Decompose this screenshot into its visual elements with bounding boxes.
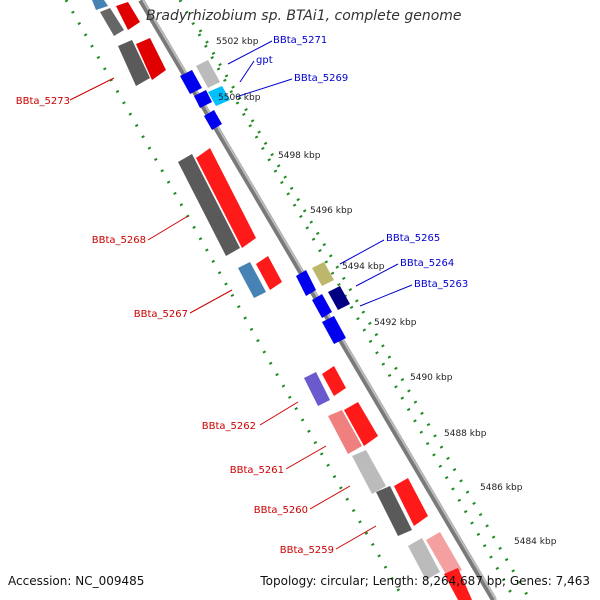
left-label-leaders: [69, 77, 377, 550]
gene-label-left: BBta_5268: [92, 235, 146, 246]
gene-bbta-5263[interactable]: [322, 316, 346, 344]
gene-bbta-5259[interactable]: [408, 532, 472, 600]
gene-labels-right: BBta_5271gptBBta_5269BBta_5265BBta_5264B…: [256, 35, 468, 290]
gene-labels-left: BBta_5273BBta_5268BBta_5267BBta_5262BBta…: [16, 96, 334, 556]
gene-label-right: BBta_5269: [294, 73, 348, 84]
gene-bbta-5269[interactable]: [204, 86, 230, 130]
gene-gpt[interactable]: [194, 90, 212, 108]
right-label-leaders: [227, 40, 413, 307]
gene-label-left: BBta_5261: [230, 465, 284, 476]
scale-tick-label: 5486 kbp: [480, 483, 523, 493]
gene-bbta-5264[interactable]: [312, 286, 350, 318]
scale-ticks: 5502 kbp 5500 kbp 5498 kbp 5496 kbp 5494 kbp…: [216, 37, 557, 547]
gene-label-right: gpt: [256, 55, 273, 66]
gene-bbta-5271[interactable]: [180, 60, 220, 94]
gene-label-right: BBta_5271: [273, 35, 327, 46]
accession-label: Accession: NC_009485: [8, 574, 145, 588]
gene-label-left: BBta_5273: [16, 96, 70, 107]
topology-label: Topology: circular; Length: 8,264,687 bp…: [260, 574, 590, 588]
gene-bbta-5262[interactable]: [304, 366, 346, 406]
scale-tick-label: 5494 kbp: [342, 262, 385, 272]
gene-label-left: BBta_5259: [280, 545, 334, 556]
page-title: Bradyrhizobium sp. BTAi1, complete genom…: [146, 8, 462, 24]
gene-bbta-5265[interactable]: [296, 262, 334, 296]
scale-dotted-track: [198, 29, 532, 600]
gene-bbta-5261[interactable]: [328, 402, 378, 454]
outer-left-dotted-track: [64, 0, 406, 600]
scale-tick-label: 5500 kbp: [218, 93, 261, 103]
scale-tick-label: 5498 kbp: [278, 151, 321, 161]
gene-label-left: BBta_5267: [134, 309, 188, 320]
scale-tick-label: 5484 kbp: [514, 537, 557, 547]
scale-tick-label: 5490 kbp: [410, 373, 453, 383]
gene-label-left: BBta_5262: [202, 421, 256, 432]
gene-bbta-5267[interactable]: [238, 256, 282, 298]
scale-tick-label: 5496 kbp: [310, 206, 353, 216]
inner-left-dotted-track: [178, 0, 517, 600]
gene-bbta-5260[interactable]: [352, 450, 428, 536]
gene-label-right: BBta_5263: [414, 279, 468, 290]
gene-label-right: BBta_5264: [400, 258, 454, 269]
gene-label-left: BBta_5260: [254, 505, 308, 516]
scale-tick-label: 5488 kbp: [444, 429, 487, 439]
scale-tick-label: 5492 kbp: [374, 318, 417, 328]
gene-bbta-5273[interactable]: [118, 38, 166, 86]
gene-label-right: BBta_5265: [386, 233, 440, 244]
gene-bbta-5268[interactable]: [178, 148, 256, 256]
gene-bbta-5273-top[interactable]: [92, 0, 140, 36]
scale-tick-label: 5502 kbp: [216, 37, 259, 47]
